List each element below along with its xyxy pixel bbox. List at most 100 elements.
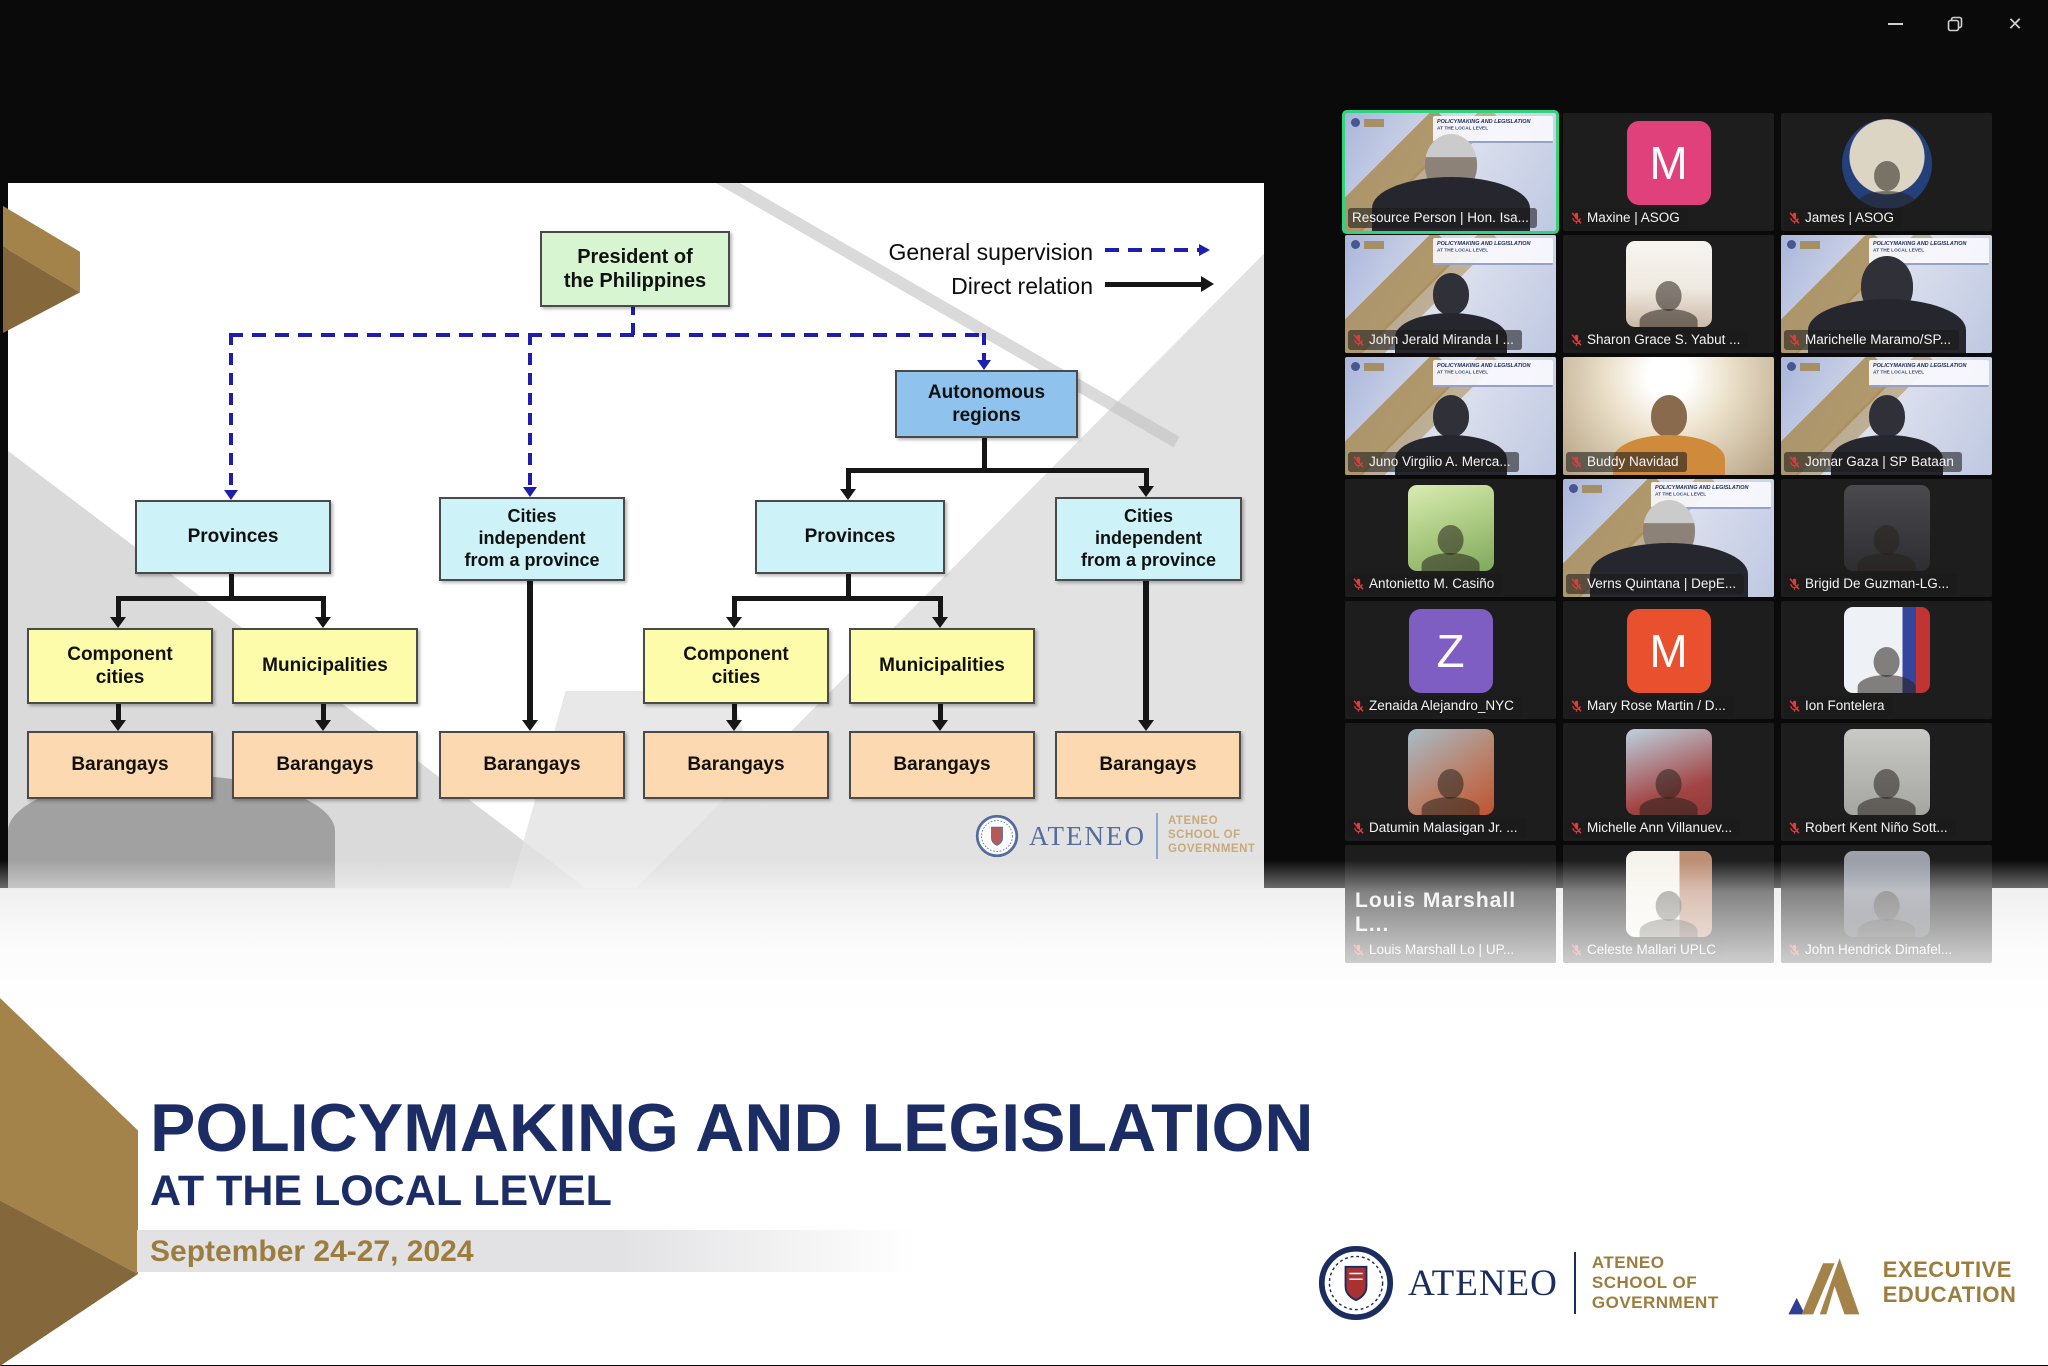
participant-tile[interactable]: Robert Kent Niño Sott... [1781,723,1992,841]
banner-title: POLICYMAKING AND LEGISLATION [1873,241,1967,247]
name-label: Ion Fontelera [1784,696,1893,716]
name-label: John Hendrick Dimafel... [1784,940,1961,960]
participant-name: Michelle Ann Villanuev... [1587,820,1733,835]
participant-tile[interactable]: Antonietto M. Casiño [1345,479,1556,597]
participant-tile[interactable]: POLICYMAKING AND LEGISLATION AT THE LOCA… [1345,113,1556,231]
mic-muted-icon [1571,699,1582,712]
node-barangays-4: Barangays [643,731,829,799]
name-label: Resource Person | Hon. Isa... [1348,208,1537,228]
mic-muted-icon [1571,577,1582,590]
participant-tile[interactable]: Datumin Malasigan Jr. ... [1345,723,1556,841]
name-label: Louis Marshall Lo | UP... [1348,940,1523,960]
name-label: Juno Virgilio A. Merca... [1348,452,1519,472]
name-label: Jomar Gaza | SP Bataan [1784,452,1962,472]
avatar-photo [1843,851,1930,937]
display-name-text: Louis Marshall L... [1355,889,1517,936]
node-president: President of the Philippines [540,231,730,307]
mic-muted-icon [1789,455,1800,468]
participant-tile[interactable]: Louis Marshall L... Louis Marshall Lo | … [1345,845,1556,963]
participant-tile[interactable]: M Mary Rose Martin / D... [1563,601,1774,719]
avatar-letter: M [1626,121,1711,205]
avatar-person-shape [1852,769,1921,815]
mic-muted-icon [1571,821,1582,834]
node-component-cities-left: Component cities [27,628,213,704]
participant-tile[interactable]: Z Zenaida Alejandro_NYC [1345,601,1556,719]
node-barangays-3: Barangays [439,731,625,799]
name-label: John Jerald Miranda I ... [1348,330,1522,350]
node-municipalities-left: Municipalities [232,628,418,704]
mic-muted-icon [1353,333,1364,346]
ateneo-seal-icon [975,814,1019,858]
mic-muted-icon [1353,699,1364,712]
minimize-button[interactable] [1878,10,1912,38]
asog-mini-logo [1351,362,1384,371]
node-barangays-5: Barangays [849,731,1035,799]
mic-muted-icon [1789,943,1800,956]
banner-title: POLICYMAKING AND LEGISLATION [1873,363,1967,369]
name-label: Zenaida Alejandro_NYC [1348,696,1522,716]
participant-tile[interactable]: Sharon Grace S. Yabut ... [1563,235,1774,353]
avatar-person-shape [1851,161,1923,209]
participant-tile[interactable]: Michelle Ann Villanuev... [1563,723,1774,841]
participant-tile[interactable]: John Hendrick Dimafel... [1781,845,1992,963]
participant-tile[interactable]: POLICYMAKING AND LEGISLATION AT THE LOCA… [1563,479,1774,597]
name-label: Verns Quintana | DepE... [1566,574,1745,594]
banner-subtitle: AT THE LOCAL LEVEL [1437,248,1489,253]
window-controls: ✕ [1878,10,2032,38]
name-label: Sharon Grace S. Yabut ... [1566,330,1749,350]
node-cities-independent-left: Cities independent from a province [439,497,625,581]
banner-title: POLICYMAKING AND LEGISLATION [1437,241,1531,247]
participant-tile[interactable]: Buddy Navidad [1563,357,1774,475]
node-cities-independent-right: Cities independent from a province [1055,497,1242,581]
node-provinces-left: Provinces [135,500,331,574]
participant-tile[interactable]: POLICYMAKING AND LEGISLATION AT THE LOCA… [1345,235,1556,353]
participant-name: Sharon Grace S. Yabut ... [1587,332,1741,347]
mic-muted-icon [1571,333,1582,346]
participant-name: John Jerald Miranda I ... [1369,332,1514,347]
avatar-person-shape [1634,769,1703,815]
participant-tile[interactable]: Brigid De Guzman-LG... [1781,479,1992,597]
name-label: Buddy Navidad [1566,452,1687,472]
session-banner: POLICYMAKING AND LEGISLATION AT THE LOCA… [1869,360,1989,387]
asog-mini-logo [1787,362,1820,371]
name-label: Datumin Malasigan Jr. ... [1348,818,1526,838]
participant-tile[interactable]: James | ASOG [1781,113,1992,231]
legend-dashed-arrow [1105,248,1199,252]
asog-mini-logo [1351,240,1384,249]
legend-solid-arrow [1105,282,1201,287]
node-barangays-6: Barangays [1055,731,1241,799]
participant-tile[interactable]: M Maxine | ASOG [1563,113,1774,231]
supervision-line [631,303,635,335]
asog-mini-logo [1787,240,1820,249]
participant-name: Verns Quintana | DepE... [1587,576,1737,591]
avatar-photo [1843,607,1930,693]
participant-name: Jomar Gaza | SP Bataan [1805,454,1954,469]
close-button[interactable]: ✕ [1998,10,2032,38]
participant-tile[interactable]: Celeste Mallari UPLC [1563,845,1774,963]
banner-subtitle: AT THE LOCAL LEVEL [1873,248,1925,253]
mic-muted-icon [1353,577,1364,590]
mic-muted-icon [1789,211,1800,224]
minimize-icon [1887,23,1903,25]
avatar-person-shape [1852,525,1921,571]
participant-tile[interactable]: POLICYMAKING AND LEGISLATION AT THE LOCA… [1345,357,1556,475]
participant-tile[interactable]: POLICYMAKING AND LEGISLATION AT THE LOCA… [1781,357,1992,475]
name-label: Michelle Ann Villanuev... [1566,818,1741,838]
asog-mini-logo [1351,118,1384,127]
participant-name: Marichelle Maramo/SP... [1805,332,1952,347]
shared-slide: General supervision Direct relation Pres… [8,183,1264,888]
participant-tile[interactable]: Ion Fontelera [1781,601,1992,719]
participant-name: Datumin Malasigan Jr. ... [1369,820,1518,835]
mic-muted-icon [1789,577,1800,590]
participant-tile[interactable]: POLICYMAKING AND LEGISLATION AT THE LOCA… [1781,235,1992,353]
avatar-person-shape [1634,281,1703,327]
banner-title: POLICYMAKING AND LEGISLATION [1655,485,1749,491]
node-provinces-right: Provinces [755,500,945,574]
asog-wordmark: ATENEO SCHOOL OF GOVERNMENT [1167,815,1256,855]
node-barangays-2: Barangays [232,731,418,799]
asog-mini-logo [1569,484,1602,493]
restore-button[interactable] [1938,10,1972,38]
avatar-person-shape [1852,647,1921,693]
mic-muted-icon [1789,699,1800,712]
node-municipalities-right: Municipalities [849,628,1035,704]
